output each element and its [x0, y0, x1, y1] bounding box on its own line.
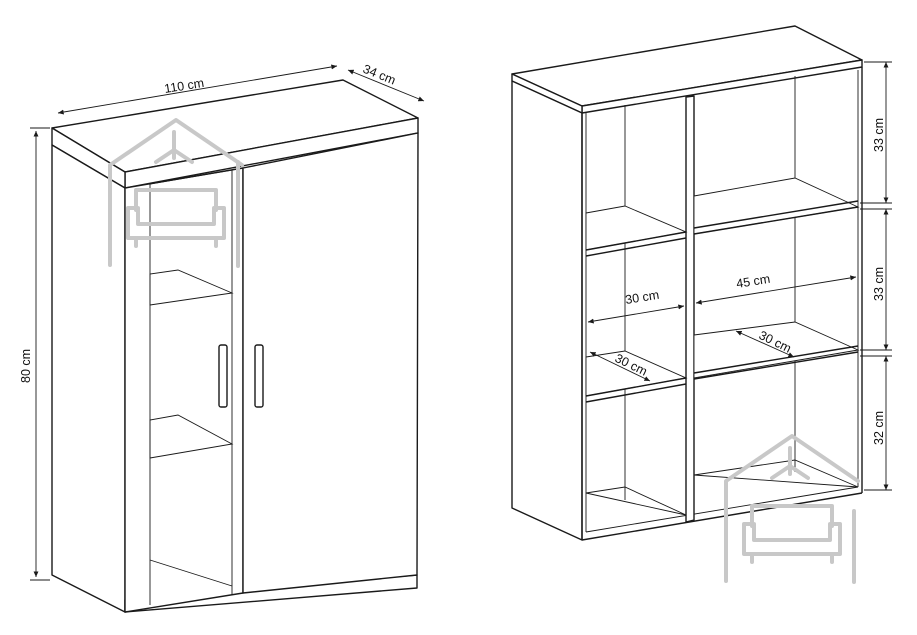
width-dimension-line	[57, 64, 338, 115]
house-sofa-logo-icon-2	[724, 434, 860, 584]
right-shelf-upper-front	[693, 200, 859, 229]
left-shelf-upper	[585, 205, 688, 251]
top-height-label: 33 cm	[872, 118, 886, 152]
right-width-label: 45 cm	[735, 272, 771, 291]
glass-shelf-lower	[149, 414, 234, 459]
left-cabinet	[51, 79, 419, 613]
glass-door-handle	[218, 344, 228, 408]
left-width-dimension-line	[587, 304, 685, 324]
left-cabinet-side-panel	[51, 144, 126, 613]
bookcase-bottom-inner	[585, 486, 859, 533]
height-label: 80 cm	[19, 349, 33, 383]
bookcase-dimensions: 30 cm 45 cm 30 cm 30 cm 33 cm 33 cm 32 c…	[587, 61, 892, 491]
bookcase-bottom-edge	[581, 492, 863, 541]
bookcase-side-panel	[511, 80, 583, 541]
bookcase-vertical-divider	[685, 95, 695, 523]
right-shelf-lower-front-bottom	[693, 351, 859, 380]
left-shelf-upper-front	[585, 231, 687, 251]
left-floor-back	[585, 486, 687, 516]
left-shelf-upper-front-bottom	[585, 237, 687, 257]
left-cabinet-door	[242, 132, 419, 594]
right-shelf-upper	[693, 177, 860, 235]
open-section-floor-edge	[149, 559, 233, 587]
right-bookcase	[511, 25, 863, 541]
bottom-height-label: 32 cm	[872, 411, 886, 445]
middle-height-label: 33 cm	[872, 267, 886, 301]
right-depth-dimension-line	[735, 330, 795, 358]
width-label: 110 cm	[163, 76, 205, 96]
house-sofa-logo-icon	[108, 118, 244, 268]
door-handle	[254, 344, 264, 408]
depth-dimension-line	[347, 69, 425, 102]
glass-shelf-upper	[149, 269, 234, 306]
left-depth-dimension-line	[589, 351, 651, 382]
right-shelf-upper-front-bottom	[693, 206, 859, 235]
depth-label: 34 cm	[361, 62, 398, 88]
open-section-top-edge	[149, 169, 233, 185]
right-width-dimension-line	[695, 275, 857, 305]
left-shelf-lower-front-bottom	[585, 383, 687, 403]
left-width-label: 30 cm	[624, 288, 660, 307]
left-shelf-lower-front	[585, 377, 687, 397]
right-shelf-lower-front	[693, 345, 859, 374]
